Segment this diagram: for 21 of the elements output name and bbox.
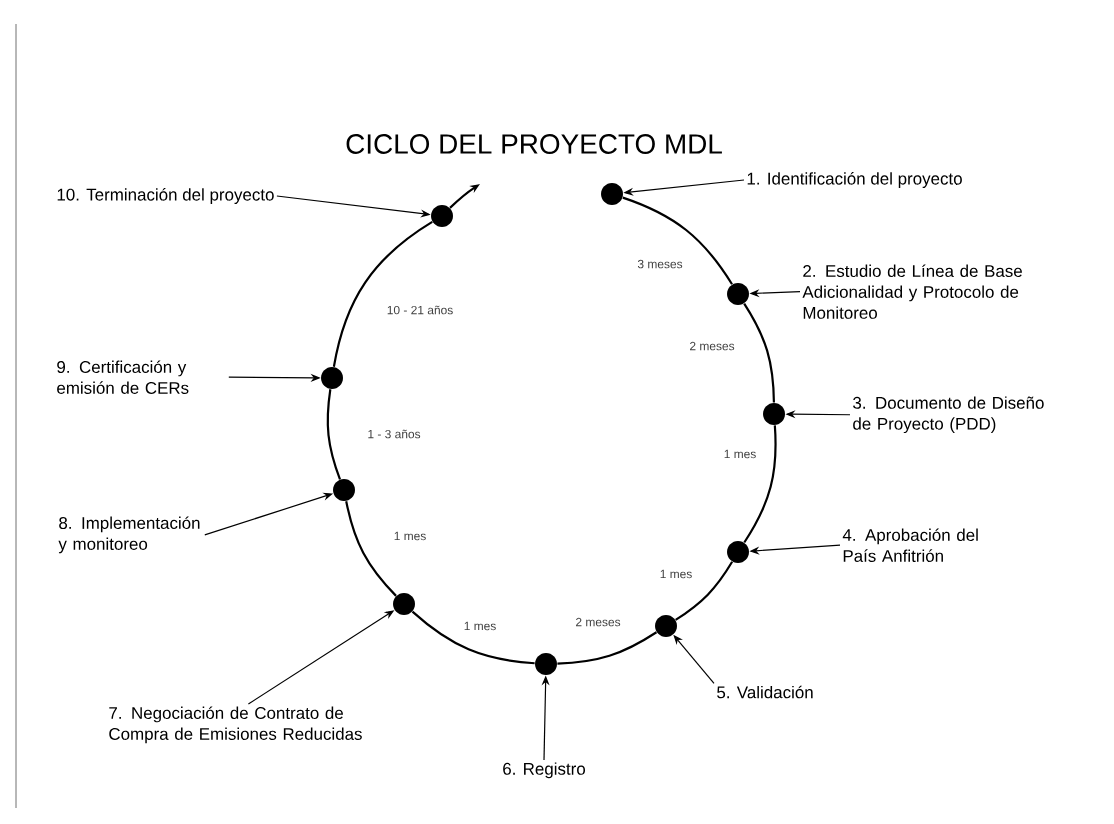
step-label: 9. Certificación y emisión de CERs bbox=[57, 360, 189, 394]
step-label: 2. Estudio de Línea de Base Adicionalidad y Protocolo de Monitoreo bbox=[802, 264, 1022, 319]
step-label: 7. Negociación de Contrato de Compra de Emisiones Reducidas bbox=[109, 706, 362, 744]
milestone-dot bbox=[535, 653, 557, 675]
milestone-dot bbox=[431, 205, 453, 227]
milestone-dot bbox=[601, 183, 623, 205]
step-label: 1. Identificación del proyecto bbox=[747, 172, 962, 188]
step-label: 8. Implementación y monitoreo bbox=[58, 516, 200, 554]
milestone-dot bbox=[393, 593, 415, 615]
step-label: 5. Validación bbox=[717, 685, 813, 699]
step-label: 4. Aprobación del País Anfitrión bbox=[842, 528, 978, 562]
milestone-dot bbox=[763, 403, 785, 425]
step-label: 3. Documento de Diseño de Proyecto (PDD) bbox=[853, 396, 1044, 434]
step-label: 6. Registro bbox=[503, 762, 586, 779]
milestone-dot bbox=[655, 615, 677, 637]
title: CICLO DEL PROYECTO MDL bbox=[346, 134, 722, 154]
milestone-dot bbox=[333, 479, 355, 501]
milestone-dot bbox=[321, 367, 343, 389]
step-label: 10. Terminación del proyecto bbox=[57, 188, 274, 204]
milestone-dot bbox=[727, 541, 749, 563]
milestone-dot bbox=[727, 283, 749, 305]
